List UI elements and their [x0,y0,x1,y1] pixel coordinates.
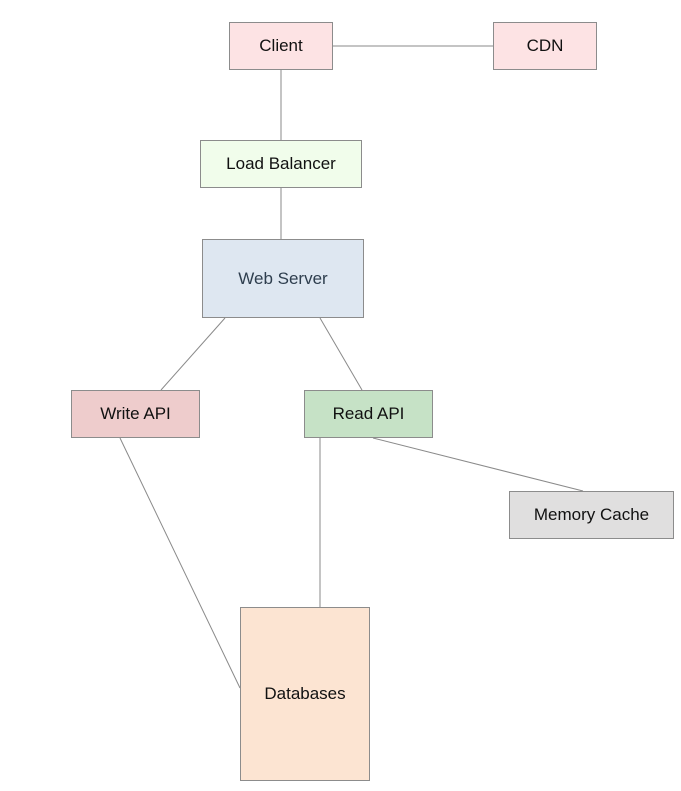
client-node: Client [229,22,333,70]
cdn-node: CDN [493,22,597,70]
read-api-node: Read API [304,390,433,438]
edge-web-server-read-api [319,317,363,391]
web-server-node: Web Server [202,239,364,318]
memory-cache-node: Memory Cache [509,491,674,539]
write-api-node: Write API [71,390,200,438]
edge-read-api-memory-cache [372,437,584,492]
load-balancer-node: Load Balancer [200,140,362,188]
edge-web-server-write-api [160,317,226,391]
databases-node: Databases [240,607,370,781]
edge-write-api-databases [119,437,241,689]
